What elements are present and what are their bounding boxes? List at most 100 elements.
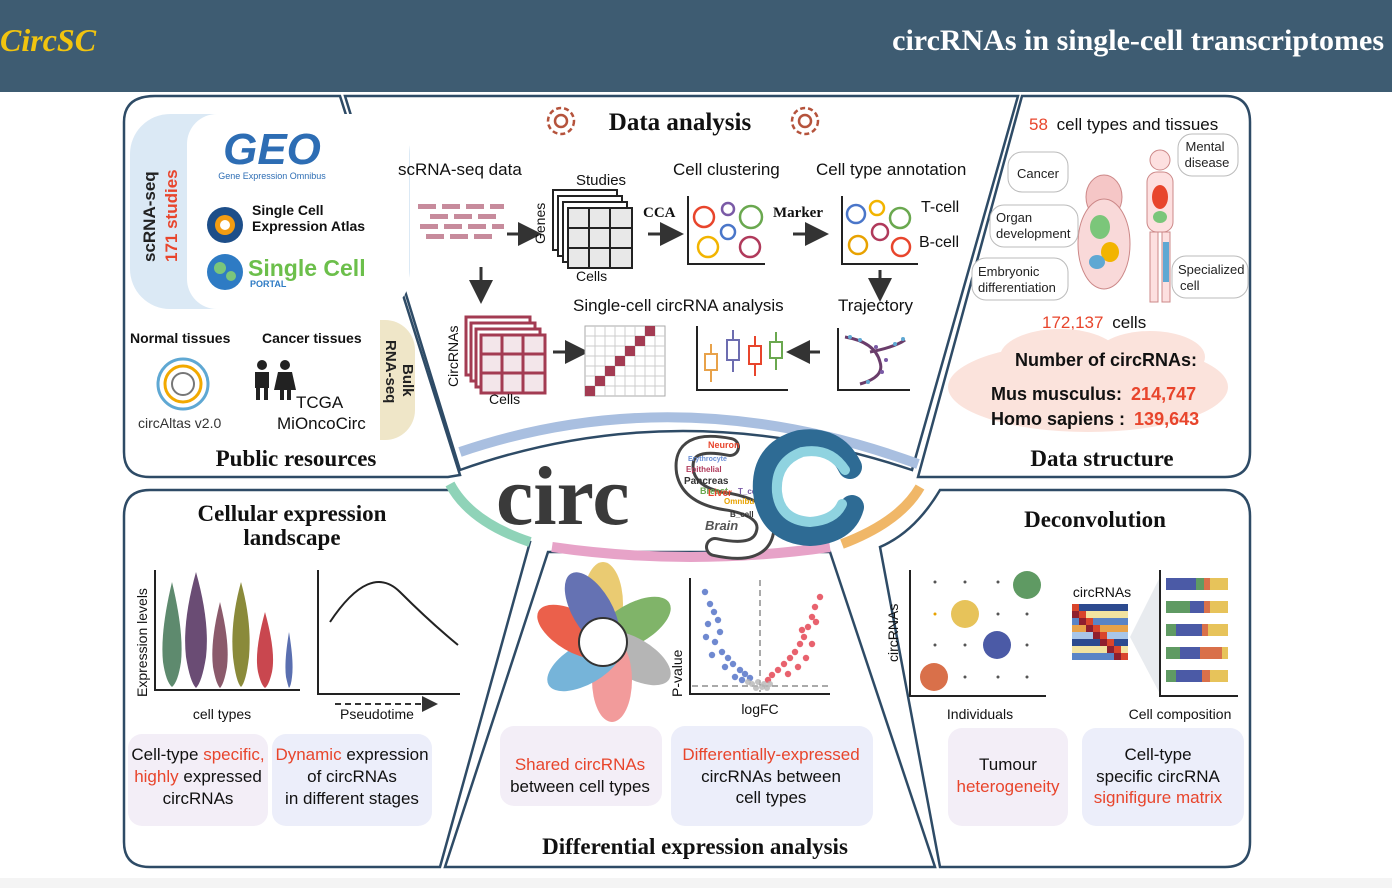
composition-segment	[1210, 601, 1228, 613]
heatmap-cell	[1100, 611, 1107, 618]
diff-box2-line3: cell types	[736, 788, 807, 807]
marker-label: Marker	[773, 205, 823, 221]
volcano-point	[704, 620, 712, 628]
heatmap-cell	[1072, 653, 1079, 660]
cloud-word: T_cell	[738, 487, 761, 496]
decon-box2-hl: signifigure matrix	[1094, 788, 1223, 807]
logo-circ-text[interactable]: circ	[496, 450, 630, 543]
bulk-line1: Bulk	[399, 364, 416, 397]
cellular-box1-pre1: Cell-type	[131, 745, 198, 764]
homo-line: Homo sapiens : 139,643	[991, 409, 1199, 429]
trajectory-plot	[837, 328, 910, 391]
heatmap-cell	[1093, 632, 1100, 639]
mus-label: Mus musculus:	[991, 384, 1122, 404]
composition-segment	[1196, 578, 1204, 590]
composition-segment	[1204, 578, 1210, 590]
individuals-label: Individuals	[947, 706, 1013, 722]
gear-icon-right	[790, 106, 820, 136]
trajectory-label: Trajectory	[838, 296, 913, 315]
volcano-point	[710, 608, 718, 616]
genes-label: Genes	[532, 203, 548, 244]
overview-figure: scRNA-seq 171 studies GEO Gene Expressio…	[0, 92, 1392, 878]
volcano-point	[808, 613, 816, 621]
decon-box1-line1: Tumour	[979, 755, 1037, 774]
brand-title[interactable]: CircSC	[0, 22, 97, 58]
heatmap-cell	[1093, 639, 1100, 646]
heatmap-cell	[1093, 618, 1100, 625]
cells-count-label: cells	[1112, 313, 1146, 332]
volcano-point	[745, 679, 751, 685]
heatmap-cell	[1072, 632, 1079, 639]
single-cell-analysis-label: Single-cell circRNA analysis	[573, 296, 784, 315]
cellular-box-specific	[128, 734, 268, 826]
heatmap-cell	[1121, 604, 1128, 611]
heatmap-cell	[1107, 618, 1114, 625]
circrnas-axis-label: CircRNAs	[445, 326, 461, 387]
logo-s-wordcloud	[674, 434, 776, 560]
heatmap-cell	[1093, 646, 1100, 653]
cell-types-xlabel: cell types	[193, 706, 251, 722]
heatmap-cell	[1107, 611, 1114, 618]
heatmap-cell	[1114, 618, 1121, 625]
volcano-point	[796, 640, 804, 648]
decon-circrnas-label: circRNAs	[1073, 584, 1131, 600]
tag-specialized-line2: cell	[1180, 278, 1200, 293]
types-count: 58	[1029, 115, 1048, 134]
heatmap-cell	[1079, 639, 1086, 646]
cellular-box1-hl1: specific,	[203, 745, 264, 764]
annotation-plot	[841, 196, 918, 265]
central-arc-bottom	[551, 542, 831, 562]
diff-box1-hl: Shared circRNAs	[515, 755, 645, 774]
volcano-point	[774, 666, 782, 674]
heatmap-cell	[1072, 646, 1079, 653]
diagonal-matrix	[584, 325, 666, 397]
pvalue-ylabel: P-value	[669, 649, 685, 697]
heatmap-cell	[1093, 625, 1100, 632]
central-arc-right	[840, 484, 925, 549]
heatmap-cell	[1086, 611, 1093, 618]
cancer-tissues-label: Cancer tissues	[262, 330, 362, 346]
composition-segment	[1204, 601, 1210, 613]
central-arc-top	[458, 412, 920, 469]
logfc-xlabel: logFC	[741, 701, 778, 717]
tag-mental-line1: Mental	[1185, 139, 1224, 154]
volcano-point	[816, 593, 824, 601]
cellular-box1-post2: expressed	[183, 767, 261, 786]
cell-composition-label: Cell composition	[1129, 706, 1232, 722]
expression-levels-ylabel: Expression levels	[134, 588, 150, 697]
volcano-point	[701, 588, 709, 596]
volcano-point	[755, 679, 761, 685]
composition-segment	[1166, 624, 1176, 636]
cellular-box1-line3: circRNAs	[163, 789, 234, 808]
heatmap-cell	[1107, 653, 1114, 660]
atlas-line2: Expression Atlas	[252, 218, 365, 234]
decon-box-tumour	[948, 728, 1068, 826]
heatmap-cell	[1079, 632, 1086, 639]
diff-box2-hl: Differentially-expressed	[682, 745, 859, 764]
composition-segment	[1176, 670, 1202, 682]
homo-label: Homo sapiens :	[991, 409, 1125, 429]
geo-logo[interactable]: GEO	[223, 125, 321, 174]
heatmap-cell	[1114, 611, 1121, 618]
heatmap-cell	[1107, 625, 1114, 632]
violin-axes	[154, 570, 300, 691]
volcano-point	[721, 663, 729, 671]
heatmap-cell	[1114, 639, 1121, 646]
venn-center	[578, 617, 628, 667]
diff-box2-line2: circRNAs between	[701, 767, 841, 786]
volcano-point	[759, 684, 765, 690]
cellular-box2-post1: expression	[346, 745, 428, 764]
heatmap-cell	[1072, 639, 1079, 646]
volcano-point	[708, 651, 716, 659]
cellular-box1-line2: highly expressed	[134, 767, 262, 786]
composition-segment	[1190, 601, 1204, 613]
tag-organ-line2: development	[996, 226, 1071, 241]
gear-icon-left	[546, 106, 576, 136]
pseudotime-axes	[317, 570, 460, 695]
heatmap-cell	[1100, 604, 1107, 611]
cellular-box2-line2: of circRNAs	[307, 767, 397, 786]
decon-box2-line2: specific circRNA	[1096, 767, 1220, 786]
composition-segment	[1202, 624, 1208, 636]
composition-segment	[1176, 624, 1202, 636]
tag-embryonic-line2: differentiation	[978, 280, 1056, 295]
